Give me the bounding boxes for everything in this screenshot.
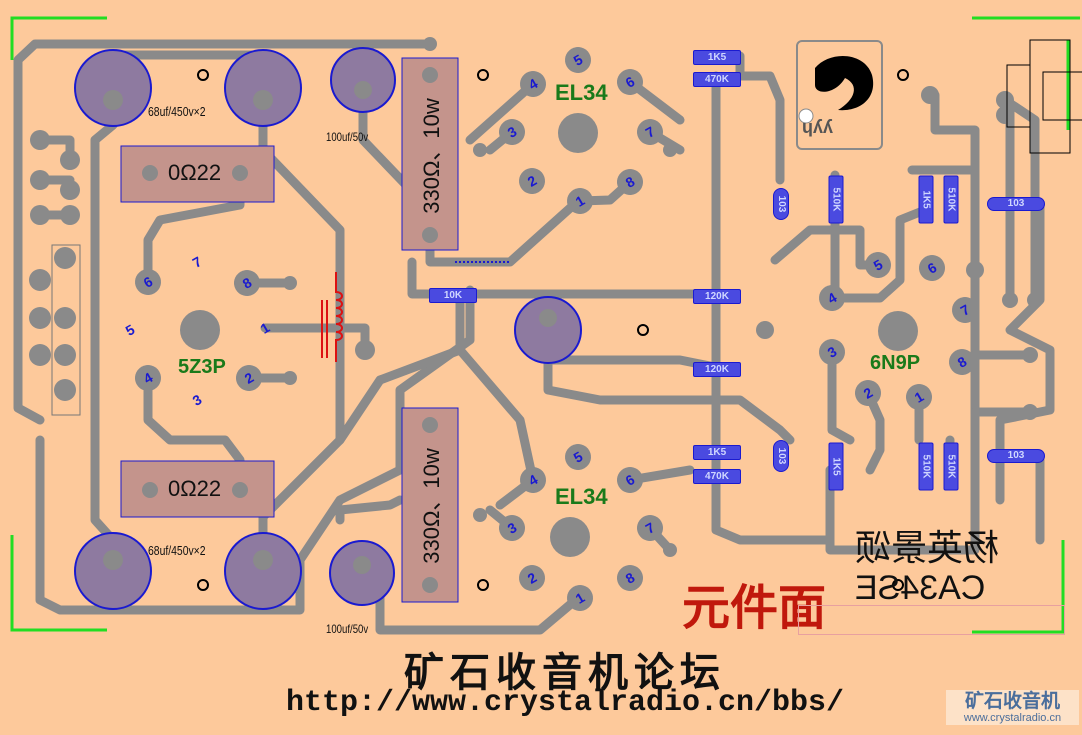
- smd-part-c1: 103: [987, 197, 1045, 211]
- pads: [29, 37, 1043, 557]
- smd-part-v6: 510K: [943, 442, 959, 490]
- component-side-label: 元件面: [682, 580, 827, 636]
- smd-part-r1: 1K5: [693, 49, 741, 65]
- smd-part-r5: 1K5: [693, 444, 741, 460]
- smd-part-v1: 510K: [828, 175, 844, 223]
- smd-part-r2: 470K: [693, 71, 741, 87]
- logo-text: yyh: [802, 119, 834, 139]
- corner-marks: [10, 16, 1080, 634]
- mounting-holes: [197, 69, 909, 591]
- relay-outline: [1006, 39, 1082, 154]
- tube-label-el34-top: EL34: [555, 80, 608, 105]
- resistor-label-bottom: 0Ω22: [168, 476, 222, 501]
- watermark: 矿石收音机 www.crystalradio.cn: [946, 690, 1079, 725]
- label-area: [798, 605, 1065, 635]
- cap-label-bottom: 68uf/450v×2: [148, 543, 206, 558]
- power-resistor-label-top: 330Ω、10w: [419, 98, 444, 214]
- power-resistor-top: [401, 57, 459, 251]
- electrolytic-capacitors: [74, 47, 582, 610]
- designer-name: 杨英景颂: [855, 528, 1000, 569]
- smd-part-v5: 510K: [918, 442, 934, 490]
- resistor-label-top: 0Ω22: [168, 160, 222, 185]
- yyh-logo: [796, 40, 883, 150]
- smd-part-v2: 1K5: [918, 175, 934, 223]
- smd-part-v4: 1K5: [828, 442, 844, 490]
- smd-part-r6: 470K: [693, 468, 741, 484]
- tube-label-6n9p: 6N9P: [870, 352, 921, 374]
- small-cap-label-bottom: 100uf/50v: [326, 622, 369, 636]
- small-cap-label-top: 100uf/50v: [326, 130, 369, 144]
- smd-part-r4: 120K: [693, 361, 741, 377]
- silkscreen-credit: 杨英景颂 CA34SE: [855, 528, 1060, 607]
- power-resistor-bottom: [401, 407, 459, 603]
- smd-part-r7: 10K: [429, 287, 477, 303]
- smd-part-r3: 120K: [693, 288, 741, 304]
- cap-label-top: 68uf/450v×2: [148, 104, 206, 119]
- connector-outline: [51, 244, 81, 416]
- watermark-url: www.crystalradio.cn: [963, 712, 1062, 724]
- smd-part-v3: 510K: [943, 175, 959, 223]
- model-name: CA34SE: [855, 569, 986, 607]
- tube-label-5z3p: 5Z3P: [178, 356, 226, 378]
- choke-coil: [321, 272, 343, 362]
- forum-url[interactable]: http://www.crystalradio.cn/bbs/: [285, 686, 845, 720]
- smd-part-c4: 103: [773, 440, 789, 472]
- watermark-title: 矿石收音机: [964, 690, 1060, 712]
- power-resistor-label-bottom: 330Ω、10w: [419, 448, 444, 564]
- smd-part-c2: 103: [987, 449, 1045, 463]
- forum-title: 矿石收音机论坛: [404, 650, 726, 696]
- tube-label-el34-bottom: EL34: [555, 484, 608, 509]
- smd-part-c3: 103: [773, 188, 789, 220]
